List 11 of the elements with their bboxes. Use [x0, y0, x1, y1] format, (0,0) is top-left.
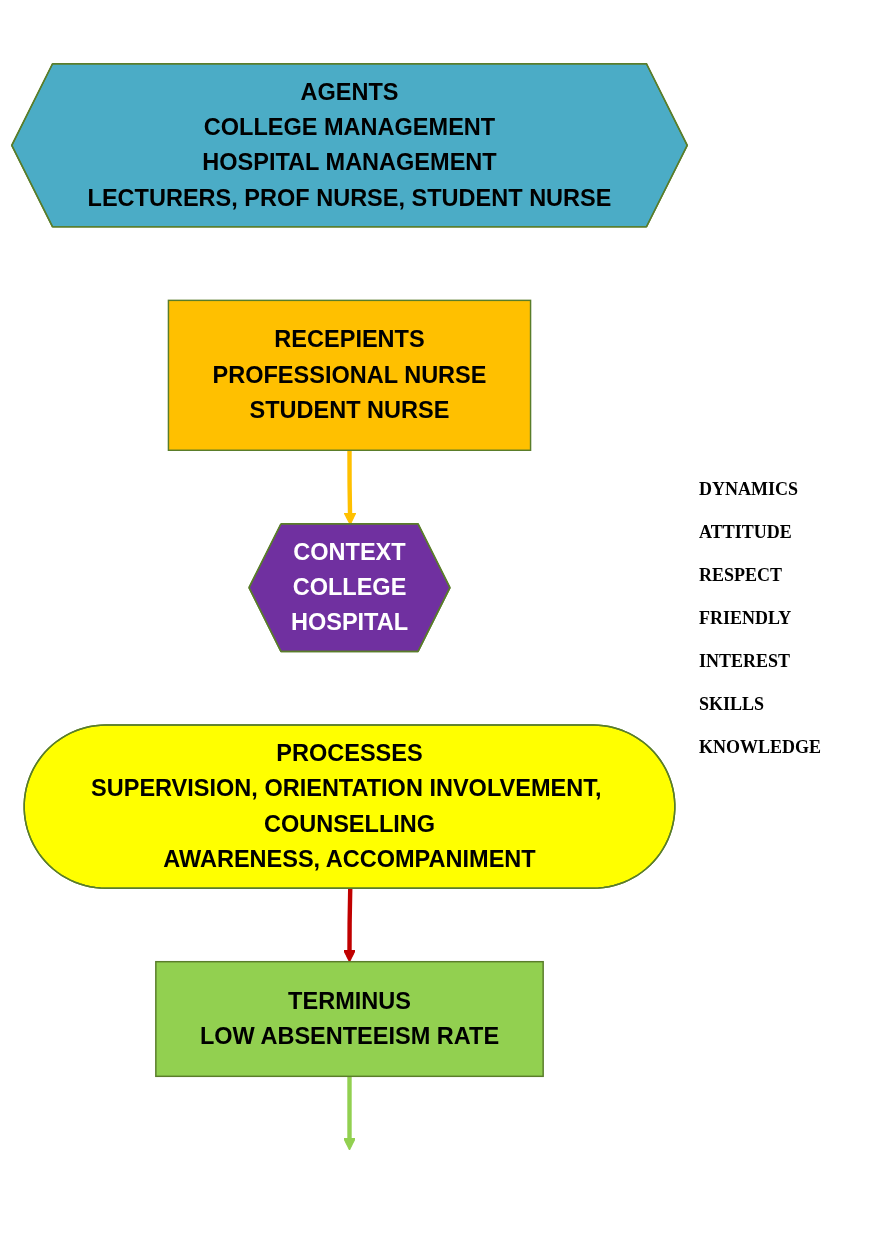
- node-box: RECEPIENTS PROFESSIONAL NURSE STUDENT NURSE: [167, 299, 532, 452]
- arrow: [343, 889, 356, 963]
- dynamics-text: SKILLS: [699, 693, 766, 715]
- dynamics-text: FRIENDLY: [699, 607, 793, 629]
- dynamics-text: KNOWLEDGE: [699, 736, 823, 758]
- arrow: [343, 1076, 356, 1151]
- dynamics-text: ATTITUDE: [699, 521, 793, 543]
- dynamics-text: DYNAMICS: [699, 478, 799, 500]
- dynamics-text: INTEREST: [699, 650, 792, 672]
- dynamics-text: RESPECT: [699, 564, 784, 586]
- node-box: TERMINUS LOW ABSENTEEISM RATE: [155, 961, 544, 1078]
